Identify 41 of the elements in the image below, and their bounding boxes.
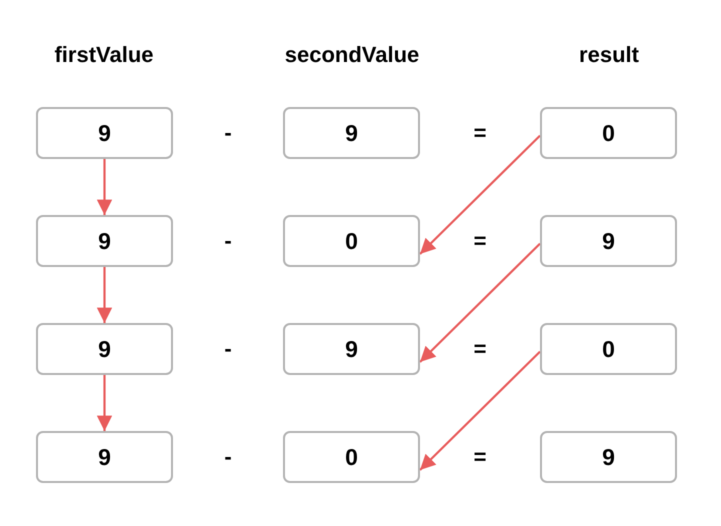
value-box <box>283 431 420 483</box>
minus-sign: - <box>224 228 232 254</box>
arrow <box>419 134 541 255</box>
value-text: 9 <box>602 444 615 470</box>
arrow <box>96 375 112 431</box>
value-box <box>283 107 420 159</box>
value-text: 9 <box>98 444 111 470</box>
equals-sign: = <box>474 120 486 146</box>
value-box <box>36 431 173 483</box>
value-text: 9 <box>345 336 358 362</box>
equals-sign: = <box>474 228 486 254</box>
equals-sign: = <box>474 336 486 362</box>
value-box <box>36 107 173 159</box>
minus-sign: - <box>224 120 232 146</box>
value-text: 0 <box>602 120 615 146</box>
value-box <box>540 431 677 483</box>
value-box <box>540 215 677 267</box>
value-text: 9 <box>98 120 111 146</box>
column-header: result <box>579 42 639 68</box>
value-text: 9 <box>345 120 358 146</box>
column-header: secondValue <box>284 42 420 68</box>
arrow <box>96 159 112 215</box>
minus-sign: - <box>224 444 232 470</box>
column-header: firstValue <box>54 42 154 68</box>
equals-sign: = <box>474 444 486 470</box>
value-text: 9 <box>98 336 111 362</box>
value-text: 0 <box>345 228 358 254</box>
value-box <box>283 215 420 267</box>
value-box <box>36 215 173 267</box>
value-box <box>283 323 420 375</box>
arrow <box>419 350 541 471</box>
value-text: 9 <box>602 228 615 254</box>
arrow <box>419 242 541 363</box>
value-box <box>540 323 677 375</box>
value-text: 0 <box>345 444 358 470</box>
minus-sign: - <box>224 336 232 362</box>
value-box <box>540 107 677 159</box>
value-text: 9 <box>98 228 111 254</box>
arrow <box>96 267 112 323</box>
value-text: 0 <box>602 336 615 362</box>
value-box <box>36 323 173 375</box>
